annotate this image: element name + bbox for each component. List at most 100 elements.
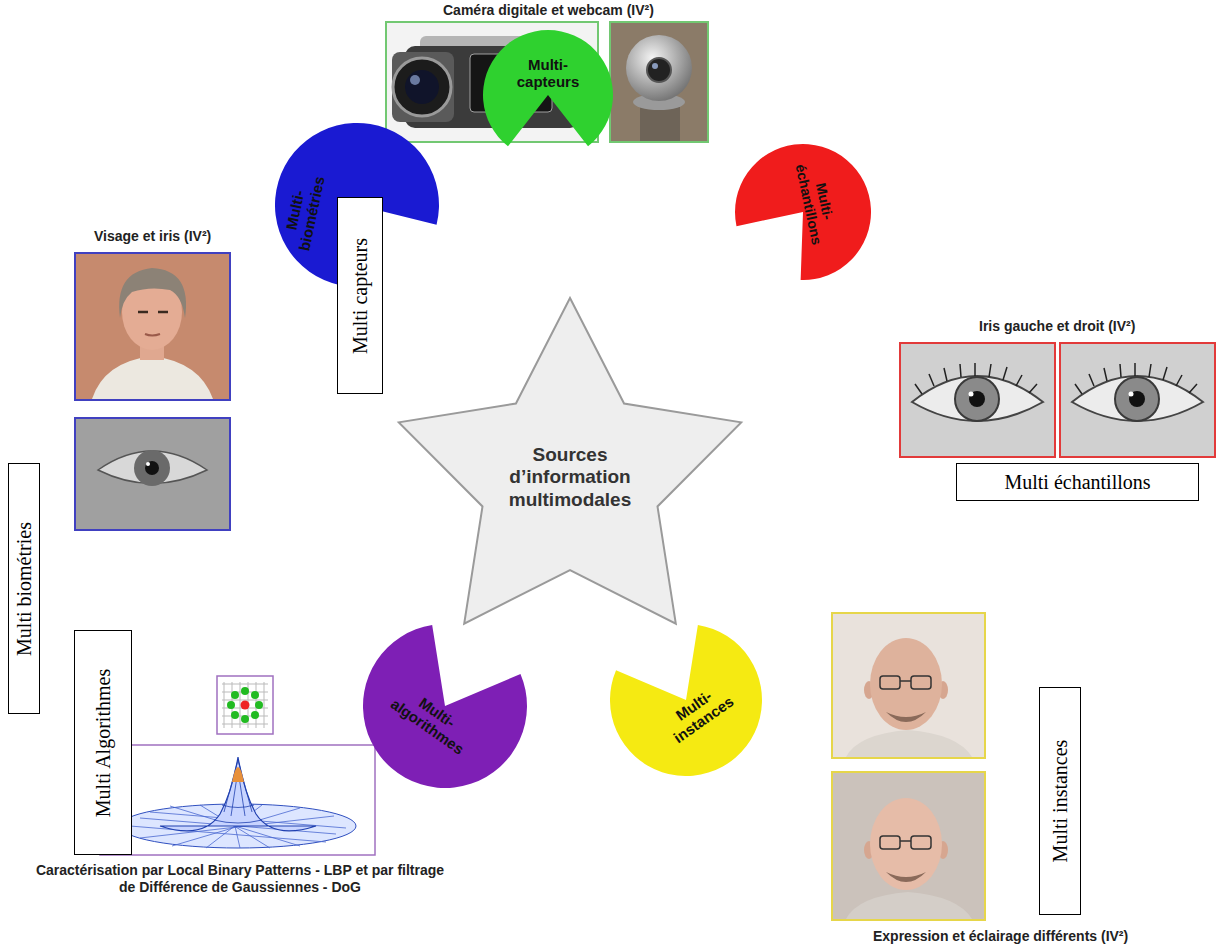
neighbour-dot <box>227 701 235 709</box>
heading-label: Iris gauche et droit (IV²) <box>979 318 1135 335</box>
text-group: Multi instances <box>1049 740 1072 863</box>
photo-frame <box>100 745 375 855</box>
text-group: Multi-capteurs <box>517 57 580 91</box>
neighbour-dot <box>251 711 259 719</box>
callout-box: Multi Algorithmes <box>74 630 132 855</box>
eye-highlight <box>969 392 974 397</box>
webcam-lens <box>647 58 671 82</box>
beard <box>886 872 926 882</box>
pacman-shape: Multi-échantillons <box>735 144 871 280</box>
callout-box: Multi échantillons <box>956 463 1199 501</box>
camera-barrel <box>392 52 454 122</box>
heading-label: Caractérisation par Local Binary Pattern… <box>30 862 450 896</box>
iris <box>1115 377 1159 421</box>
centre-dot <box>241 701 250 710</box>
node-text: Multi capteurs <box>349 237 372 353</box>
photo-frame <box>75 253 230 400</box>
eyelashes <box>915 363 1037 394</box>
face-photo <box>832 613 985 920</box>
pacman-fill <box>610 625 762 776</box>
face-photo <box>75 253 230 530</box>
callout-box: Multi instances <box>1039 687 1081 915</box>
pupil <box>969 391 985 407</box>
pacman-fill <box>483 30 613 146</box>
glasses <box>911 836 931 849</box>
neighbour-dot <box>255 701 263 709</box>
pacman-fill <box>735 144 871 280</box>
lens-reflection <box>410 75 420 85</box>
lbp-grid <box>217 676 273 734</box>
head <box>870 798 942 890</box>
heading-label: Visage et iris (IV²) <box>94 228 211 245</box>
pupil <box>1129 391 1145 407</box>
callout-box: Multi biométries <box>8 463 40 714</box>
photo-frame <box>610 22 708 142</box>
node-text: Sources d’information multimodales <box>495 444 645 511</box>
shirt <box>92 356 213 399</box>
camera-lens-glass <box>405 70 439 104</box>
callout-box: Multi capteurs <box>337 197 383 394</box>
text-group: Multi Algorithmes <box>92 668 115 816</box>
mouth <box>145 334 160 336</box>
pupil <box>145 461 159 475</box>
star-shape: Sources d’information multimodales <box>388 296 752 660</box>
glasses-bridge <box>900 840 911 842</box>
heading-label: Caméra digitale et webcam (IV²) <box>443 2 654 19</box>
photo-frame <box>900 343 1055 457</box>
node-text: Multi-capteurs <box>517 57 580 91</box>
photo-frame <box>832 772 985 920</box>
text-group: Sources d’information multimodales <box>495 444 645 511</box>
glasses <box>911 676 931 689</box>
eye-highlight <box>1129 392 1134 397</box>
camera-lens <box>393 58 451 116</box>
eye-highlight <box>146 462 150 466</box>
webcam-sphere <box>626 35 692 101</box>
lens-reflection <box>652 63 658 69</box>
star-fill <box>399 298 741 624</box>
glasses <box>880 676 900 689</box>
photo-frame <box>75 418 230 530</box>
peak-mesh <box>214 760 262 823</box>
pacman-shape: Multi-instances <box>610 624 762 776</box>
text-group: Multi échantillons <box>1004 471 1150 494</box>
beard <box>886 712 926 722</box>
iris <box>955 377 999 421</box>
heading-label: Expression et éclairage différents (IV²) <box>873 928 1128 945</box>
iris-photo <box>900 343 1055 457</box>
neighbour-dot <box>241 715 249 723</box>
hair <box>119 268 186 318</box>
neighbour-dot <box>231 691 239 699</box>
node-text: Multi instances <box>1049 740 1072 863</box>
pacman-shape: Multi-algorithmes <box>363 624 527 788</box>
iris-photo <box>1060 343 1215 457</box>
eyelashes <box>1075 363 1197 394</box>
pacman-shape: Multi-capteurs <box>483 30 613 160</box>
surface-peak <box>160 757 316 831</box>
head <box>870 638 942 730</box>
iris <box>134 450 170 486</box>
eye-outline <box>912 376 1043 421</box>
photo-frame <box>832 613 985 758</box>
webcam-photo <box>610 22 708 142</box>
neighbour-dot <box>241 687 249 695</box>
node-text: Multi échantillons <box>1004 471 1150 494</box>
dog-surface-plot <box>100 745 375 855</box>
pacman-outline <box>363 624 527 788</box>
pacman-outline <box>483 30 613 160</box>
glasses <box>880 836 900 849</box>
peak-tip <box>232 767 244 782</box>
eyes <box>138 311 168 314</box>
eye-outline <box>1072 376 1203 421</box>
shirt <box>846 892 972 919</box>
photo-frame <box>217 676 273 734</box>
text-group: Multi biométries <box>13 522 36 656</box>
neighbour-dot <box>251 691 259 699</box>
shirt <box>846 730 972 757</box>
pacman-fill <box>363 625 527 788</box>
glasses-bridge <box>900 680 911 682</box>
text-group: Multi capteurs <box>349 237 372 353</box>
node-text: Multi biométries <box>13 522 36 656</box>
neighbour-dot <box>231 711 239 719</box>
node-text: Multi Algorithmes <box>92 668 115 816</box>
